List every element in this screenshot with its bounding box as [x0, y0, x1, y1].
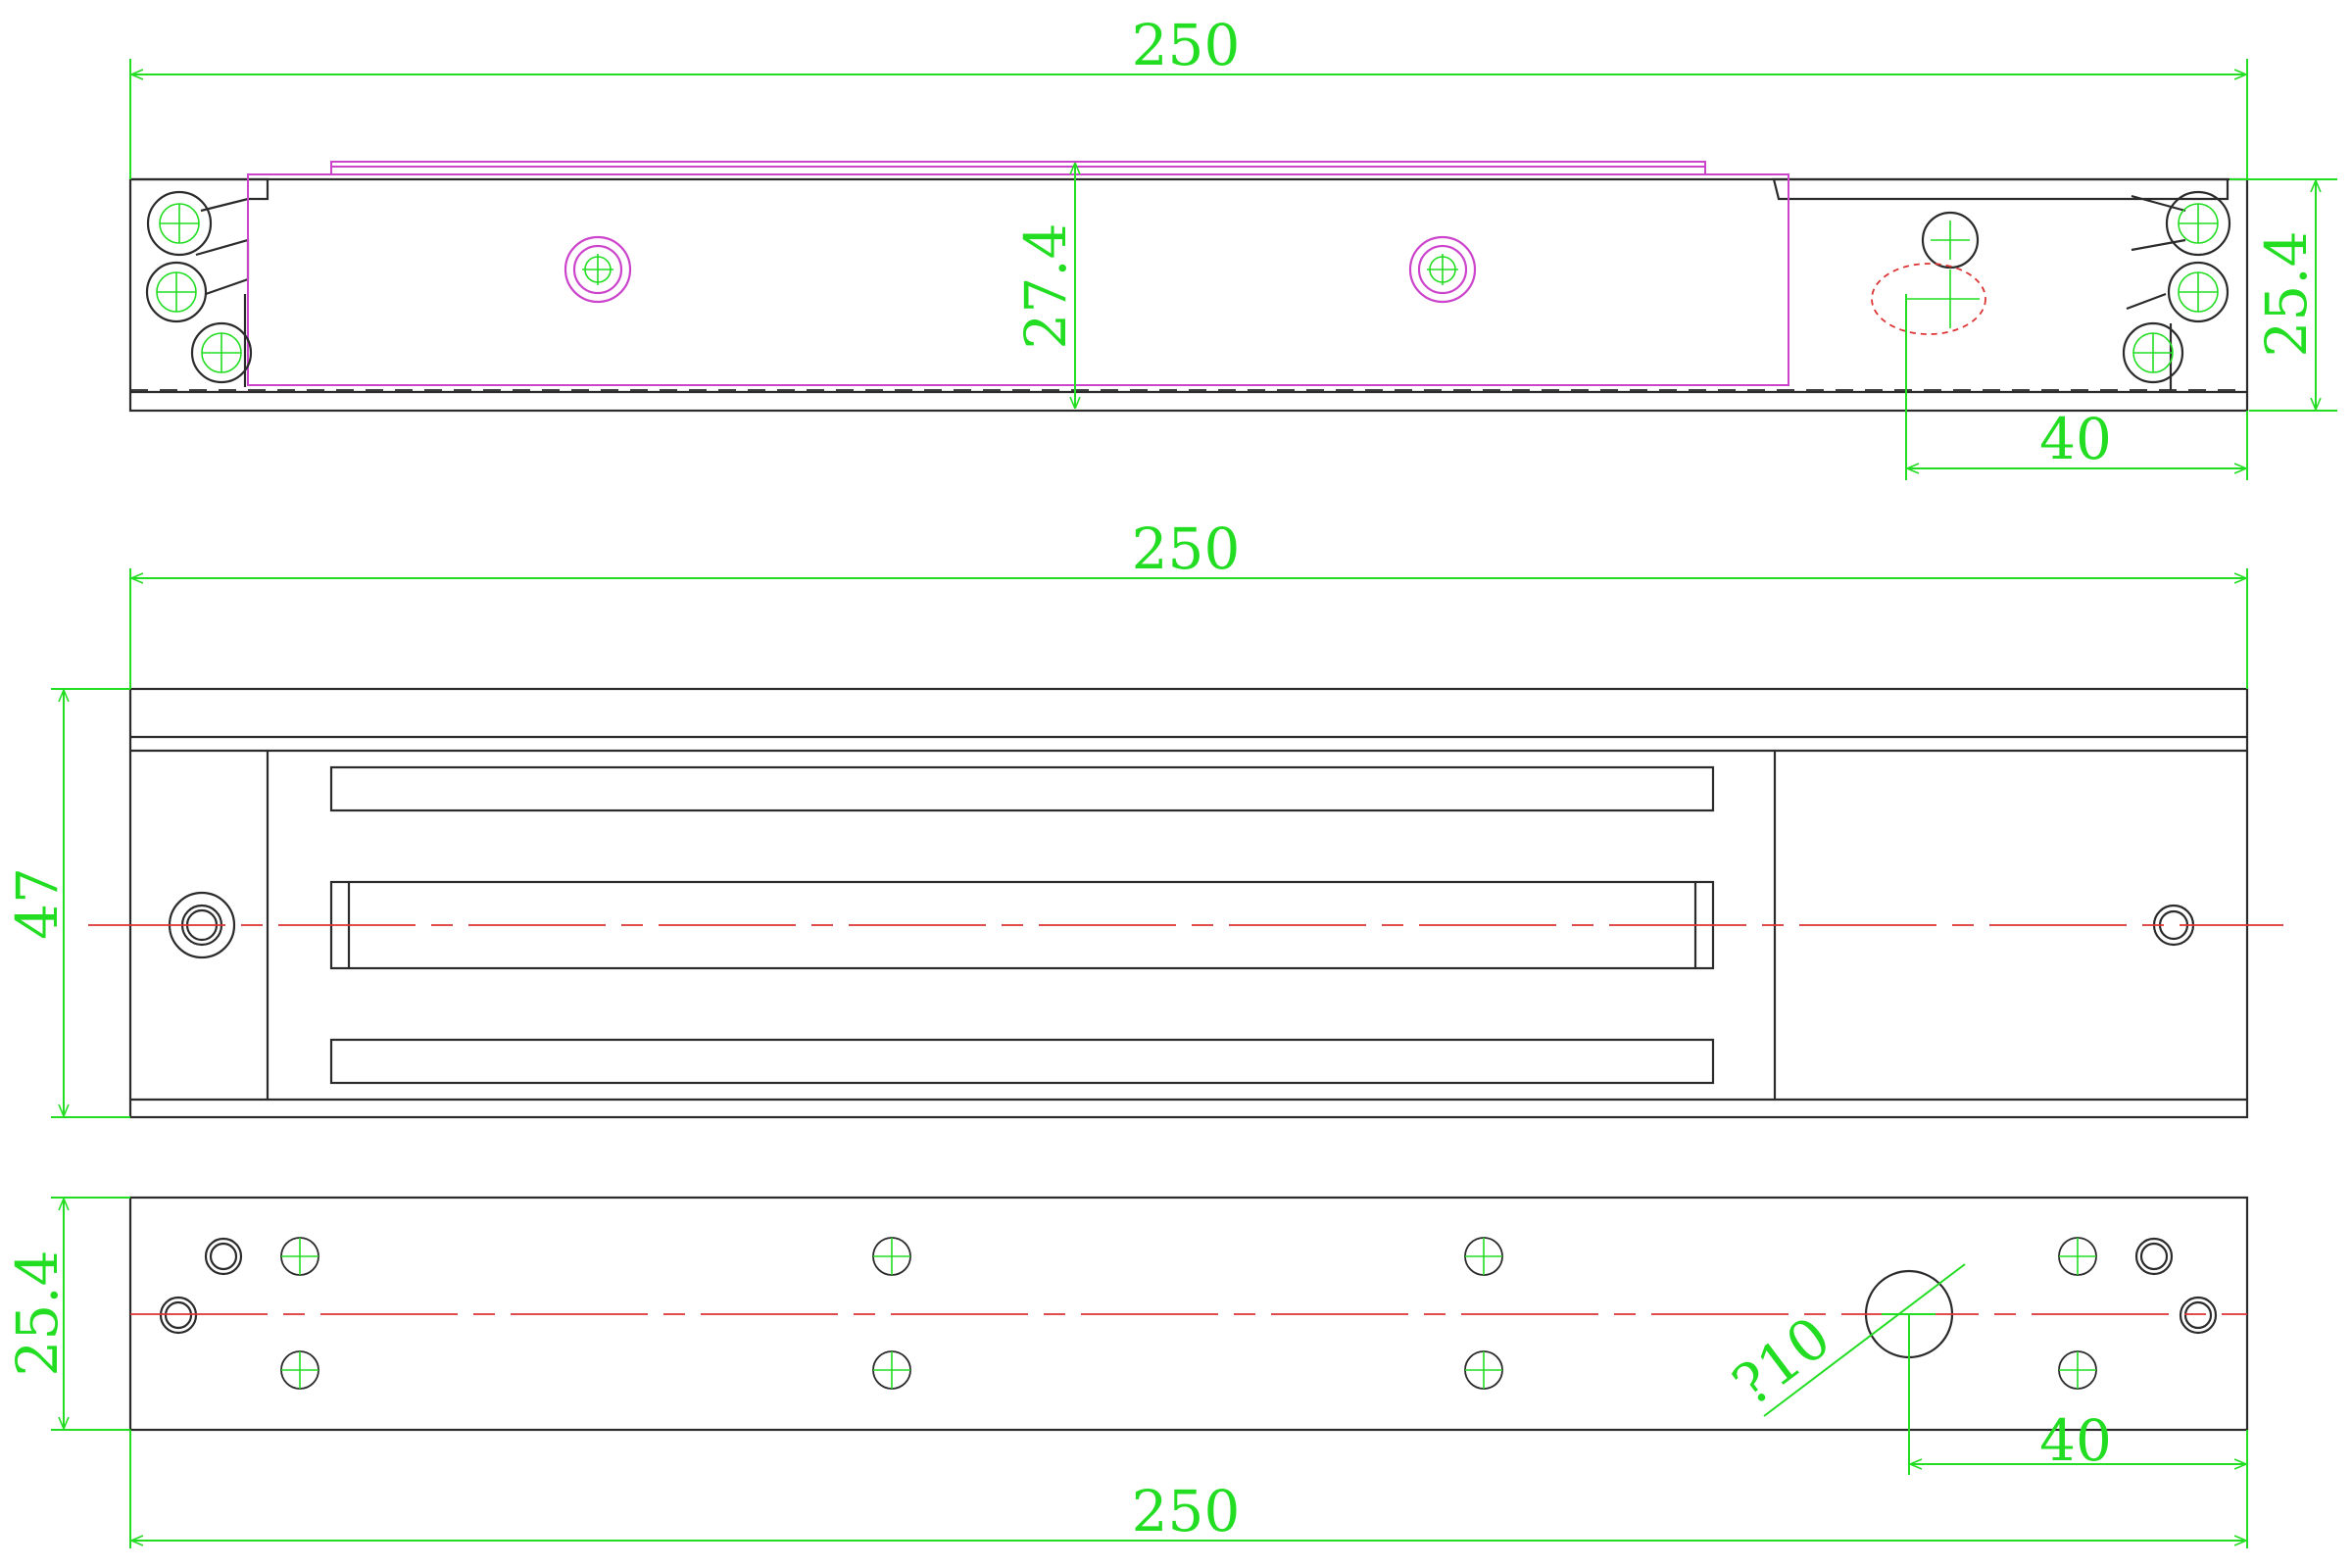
front-view-dimensions	[51, 568, 2248, 1118]
top-view-magnet-hole-right	[1408, 235, 1477, 304]
front-width-label: 250	[1132, 515, 1241, 582]
hole-offset-label: 40	[2039, 1407, 2112, 1474]
hole-diameter-leader	[1763, 1263, 1966, 1417]
front-view	[128, 687, 2249, 1119]
magnet-height-label: 27.4	[1012, 222, 1079, 349]
bottom-width-label: 250	[1132, 1478, 1241, 1544]
top-view	[128, 161, 2249, 413]
top-view-right-bracket	[1772, 177, 2230, 390]
bottom-height-label: 25.4	[4, 1250, 71, 1376]
top-view-dimensions	[129, 59, 2337, 480]
cable-offset-label: 40	[2039, 406, 2112, 472]
top-view-left-screws	[145, 190, 253, 384]
front-view-slot-top	[329, 765, 1715, 812]
top-width-label: 250	[1132, 12, 1241, 78]
bottom-view-dimensions	[51, 1197, 2248, 1548]
plate-height-label: 25.4	[2253, 230, 2320, 357]
top-view-right-screws	[2122, 190, 2231, 384]
bottom-view-end-screws	[159, 1237, 2218, 1335]
front-view-outline	[128, 687, 2249, 1119]
hole-diameter-label: ?10	[1721, 1303, 1843, 1418]
top-view-magnet-hole-left	[564, 235, 632, 304]
front-height-label: 47	[4, 867, 71, 940]
top-view-cable-hole	[1871, 211, 1986, 335]
top-view-base-plate	[128, 177, 2249, 413]
top-view-magnet-body	[247, 161, 1789, 386]
front-view-slot-bottom	[329, 1038, 1715, 1085]
bottom-view-mounting-holes	[280, 1237, 2097, 1390]
